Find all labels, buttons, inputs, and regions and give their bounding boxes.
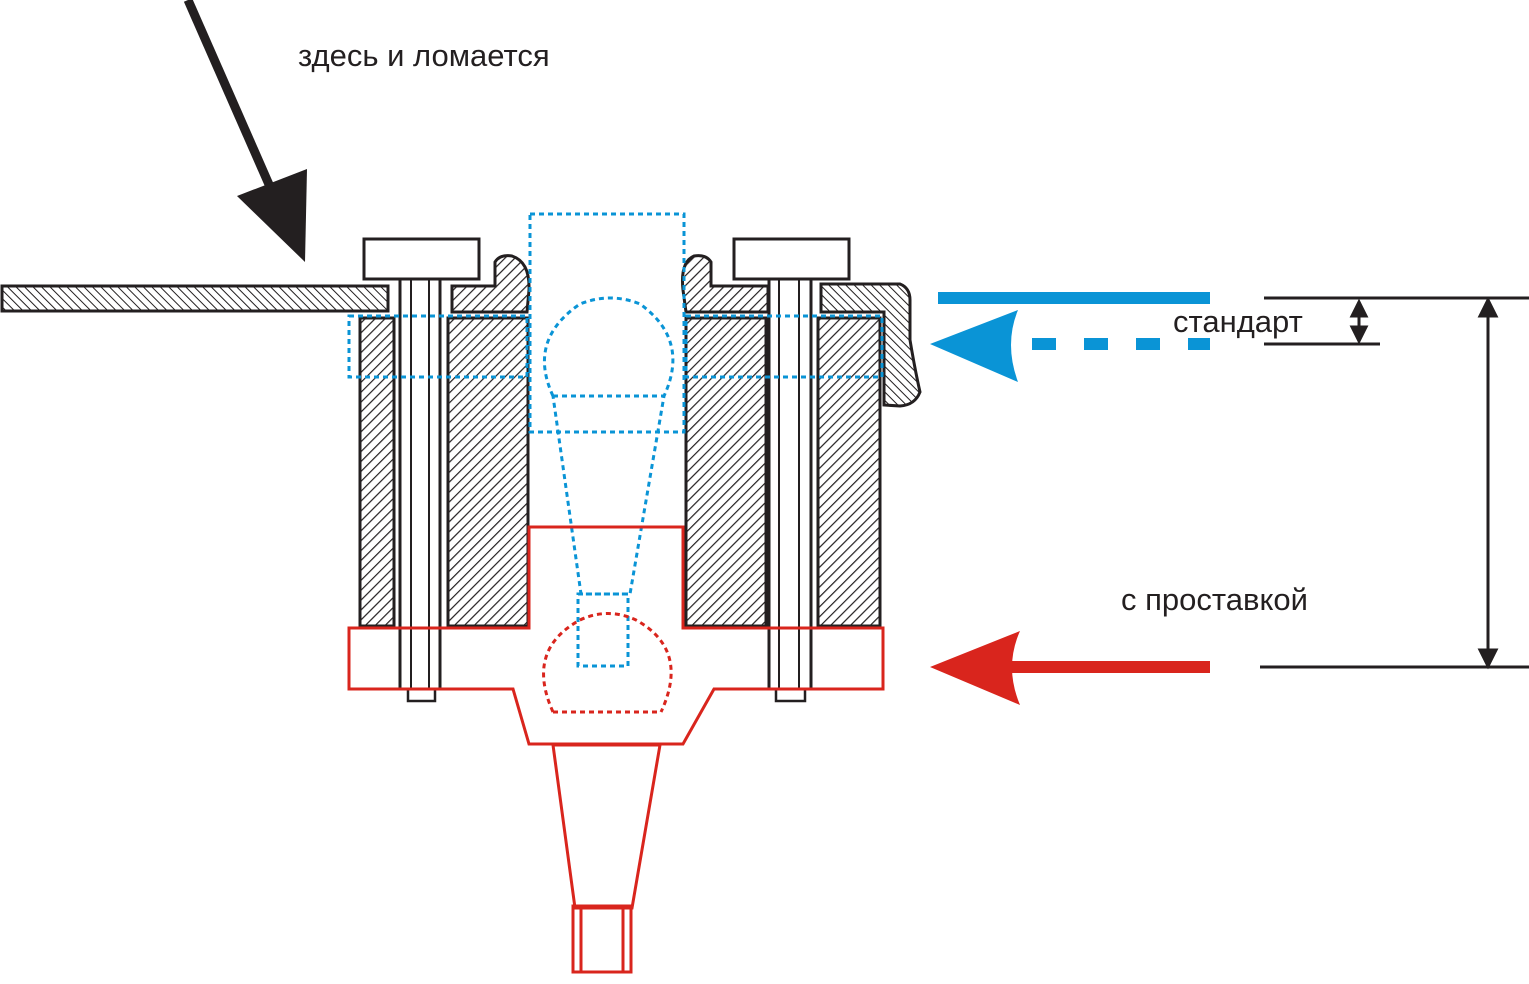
left-bolt-head (362, 237, 481, 281)
standard-label: стандарт (1173, 304, 1303, 339)
right-arm-plate (819, 282, 922, 408)
standard-level-marker (930, 292, 1210, 382)
with-spacer-label: с проставкой (1121, 582, 1308, 617)
spacer-joint (347, 525, 885, 974)
spacer-level-marker (930, 631, 1210, 705)
right-outer-block (816, 316, 882, 628)
control-arm (0, 284, 390, 313)
left-inner-block (446, 316, 530, 628)
break-point-label: здесь и ломается (298, 38, 550, 73)
left-bolt (398, 277, 442, 703)
right-bolt-head (732, 237, 851, 281)
break-arrow (183, 0, 307, 262)
dimension-lines (1260, 296, 1529, 670)
left-outer-block (358, 316, 396, 628)
right-inner-block (684, 316, 768, 628)
right-bolt (767, 277, 813, 703)
